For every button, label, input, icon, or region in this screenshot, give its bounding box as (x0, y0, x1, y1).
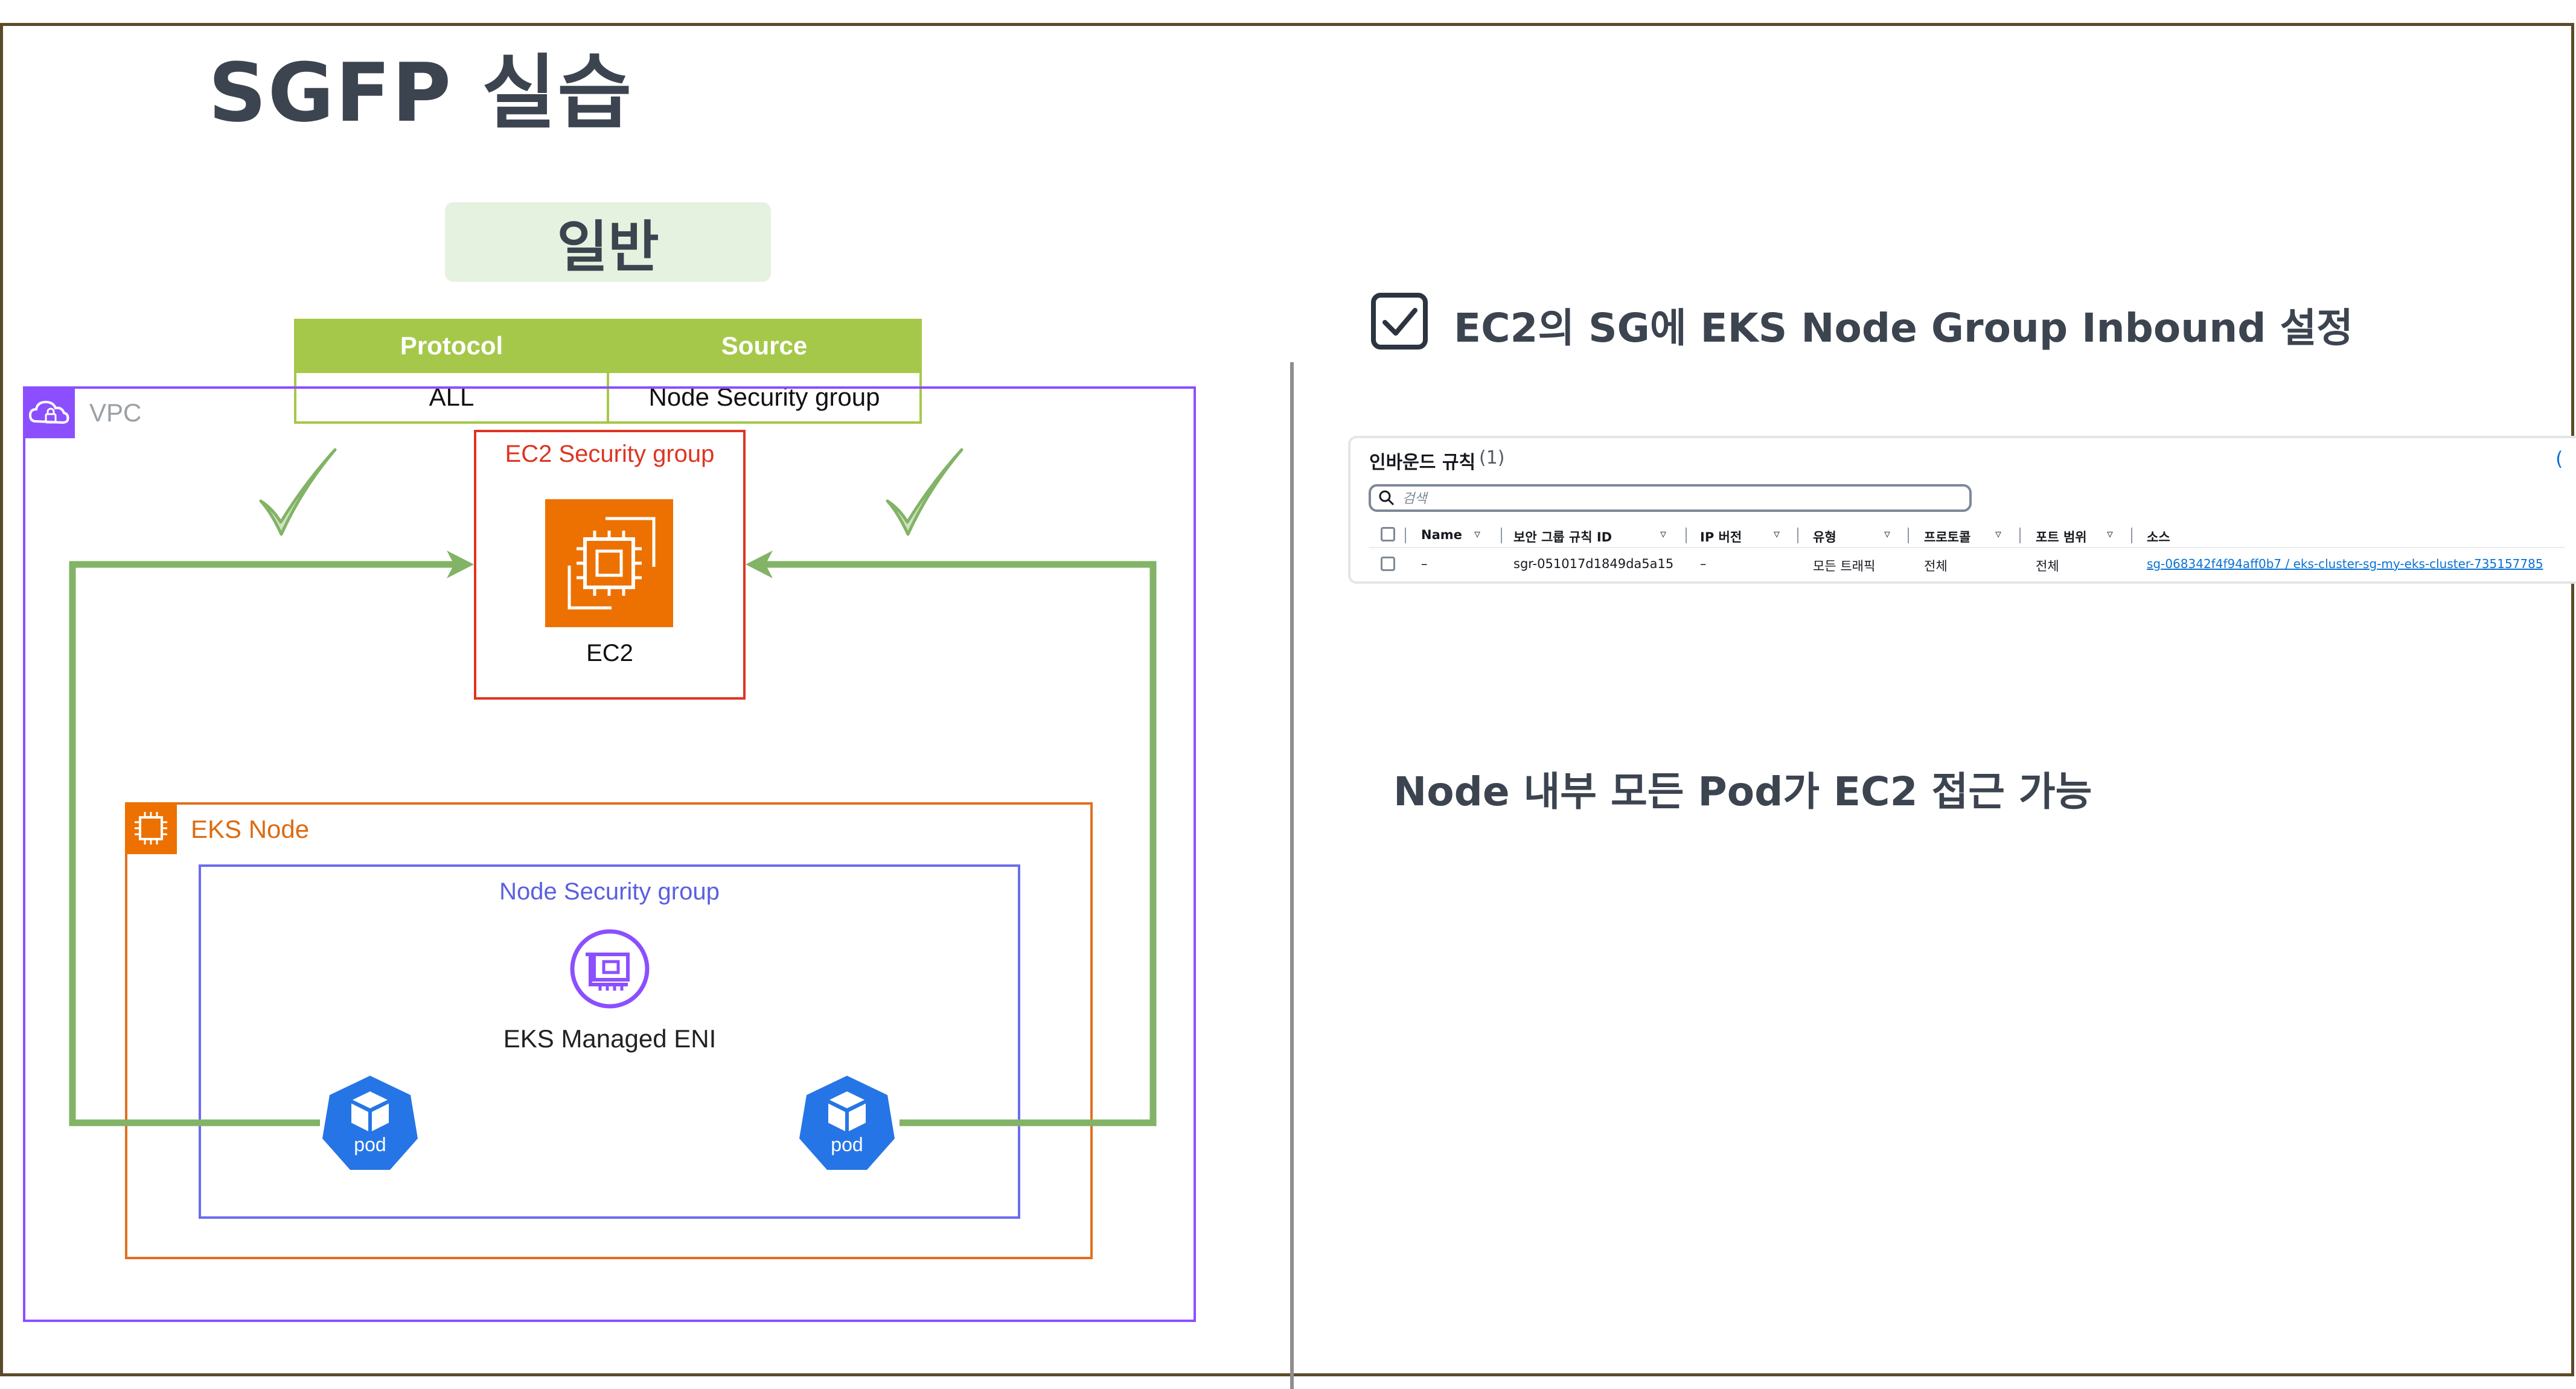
column-header-source[interactable]: 소스 (2147, 530, 2170, 544)
column-header-rule-id[interactable]: 보안 그룹 규칙 ID (1513, 530, 1612, 544)
ec2-security-group-label: EC2 Security group (505, 441, 715, 467)
column-header-port-range[interactable]: 포트 범위 (2036, 530, 2087, 544)
sort-caret-icon[interactable]: ▿ (1774, 526, 1780, 541)
source-value: Node Security group (607, 371, 922, 424)
header-row-divider (1369, 547, 2565, 548)
network-interface-icon (570, 929, 650, 1009)
column-header-protocol[interactable]: 프로토콜 (1924, 530, 1971, 544)
node-security-group-label: Node Security group (499, 878, 720, 905)
column-separator (1908, 528, 1909, 543)
inbound-rules-count: (1) (1479, 447, 1505, 468)
search-placeholder: 검색 (1402, 491, 1427, 506)
left-pod-to-ec2-arrow (69, 561, 462, 1126)
column-header-name[interactable]: Name (1421, 528, 1462, 542)
pod-right-label: pod (831, 1134, 863, 1155)
row-name: – (1421, 557, 1428, 571)
sort-caret-icon[interactable]: ▿ (2107, 526, 2114, 541)
protocol-value: ALL (294, 371, 609, 424)
right-arrowhead (746, 551, 773, 578)
inbound-rules-title: 인바운드 규칙 (1369, 452, 1476, 473)
vpc-label: VPC (89, 398, 142, 427)
protocol-header: Protocol (294, 319, 609, 373)
ec2-label: EC2 (586, 640, 633, 666)
left-arrowhead (447, 551, 474, 578)
conclusion-text: Node 내부 모든 Pod가 EC2 접근 가능 (1393, 768, 2092, 815)
right-pod-to-ec2-arrow (758, 561, 1157, 1126)
right-check-icon (886, 448, 964, 536)
row-protocol: 전체 (1924, 559, 1948, 573)
sort-caret-icon[interactable]: ▿ (1995, 526, 2002, 541)
sort-caret-icon[interactable]: ▿ (1660, 526, 1667, 541)
row-ip-version: – (1700, 557, 1707, 571)
pod-right-icon (797, 1073, 897, 1173)
source-header: Source (607, 319, 922, 373)
connection-arrows (69, 448, 1157, 1126)
category-badge: 일반 (445, 202, 771, 282)
eks-node-chip-icon (125, 802, 177, 854)
slide-title: SGFP 실습 (208, 46, 633, 140)
pod-left-icon (320, 1073, 420, 1173)
column-separator (1797, 528, 1798, 543)
left-check-icon (259, 448, 337, 536)
row-checkbox[interactable] (1381, 557, 1395, 571)
column-separator (1501, 528, 1502, 543)
rules-search-input[interactable] (1369, 484, 1972, 512)
column-separator (1686, 528, 1687, 543)
column-separator (2131, 528, 2132, 543)
panel-edge-glyph: ( (2555, 447, 2563, 470)
ec2-instance-icon (545, 499, 673, 627)
node-security-group (199, 864, 1020, 1219)
eks-node-boundary (125, 802, 1093, 1259)
slide-frame (0, 23, 2574, 1376)
vpc-cloud-icon (23, 386, 75, 438)
row-port-range: 전체 (2036, 559, 2059, 573)
pod-left-label: pod (354, 1134, 386, 1155)
inbound-rule-table: Protocol Source ALL Node Security group (294, 319, 922, 424)
row-type: 모든 트래픽 (1813, 559, 1876, 573)
select-all-checkbox[interactable] (1381, 527, 1395, 541)
checkbox-checked-icon (1371, 293, 1428, 350)
vertical-divider (1290, 362, 1294, 1389)
search-icon (1379, 490, 1395, 506)
column-separator (1405, 528, 1406, 543)
column-separator (2019, 528, 2021, 543)
vpc-boundary (23, 386, 1196, 1322)
row-rule-id: sgr-051017d1849da5a15 (1513, 557, 1674, 571)
column-header-ip-version[interactable]: IP 버전 (1700, 530, 1742, 544)
eks-node-label: EKS Node (191, 815, 310, 843)
sort-caret-icon[interactable]: ▿ (1474, 526, 1481, 541)
row-source-link[interactable]: sg-068342f4f94aff0b7 / eks-cluster-sg-my… (2147, 557, 2543, 571)
setting-heading: EC2의 SG에 EKS Node Group Inbound 설정 (1454, 305, 2353, 351)
eks-managed-eni-label: EKS Managed ENI (503, 1024, 717, 1053)
ec2-security-group (474, 430, 746, 700)
column-header-type[interactable]: 유형 (1813, 530, 1836, 544)
sort-caret-icon[interactable]: ▿ (1884, 526, 1891, 541)
